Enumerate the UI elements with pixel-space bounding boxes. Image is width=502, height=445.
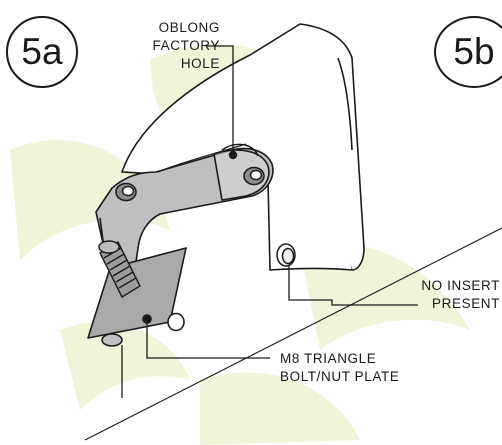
surface-edge-line [84,227,502,441]
m8-triangle-plate-label: M8 TRIANGLE BOLT/NUT PLATE [280,351,400,384]
step-badge-5b: 5b [434,16,502,88]
oblong-hole-leader [206,45,234,154]
bracket [95,143,274,266]
insert-hole-icon [276,243,296,267]
bracket-hole-icon [115,166,265,202]
callout-leader-lines [121,45,418,398]
m8-bolt-icon [98,240,141,298]
insert-leader [288,266,418,306]
no-insert-present-label: NO INSERT PRESENT [421,278,500,311]
oblong-factory-hole-label: OBLONG FACTORY HOLE [152,20,220,71]
step-badge-5a: 5a [6,16,78,88]
plate-leader [146,320,270,359]
